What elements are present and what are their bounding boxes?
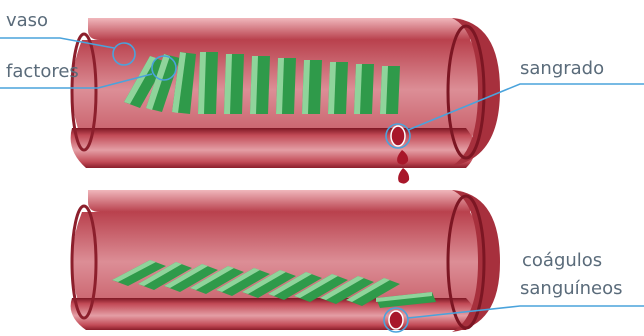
top-vessel-lower-wall [71,128,475,168]
clots-label-line1: coágulos [522,250,602,271]
blood-drop [398,168,409,184]
top-vessel-back-wall [88,18,470,40]
top-vessel [71,18,500,184]
factors-label: factores [6,61,79,82]
vessel-label: vaso [6,10,48,31]
bottom-vessel [71,190,500,332]
bleeding-label: sangrado [520,58,604,79]
clots-label-line2: sanguíneos [520,278,623,299]
sealed-wound [389,311,403,329]
wound [391,126,405,146]
bottom-vessel-back-wall [88,190,470,212]
